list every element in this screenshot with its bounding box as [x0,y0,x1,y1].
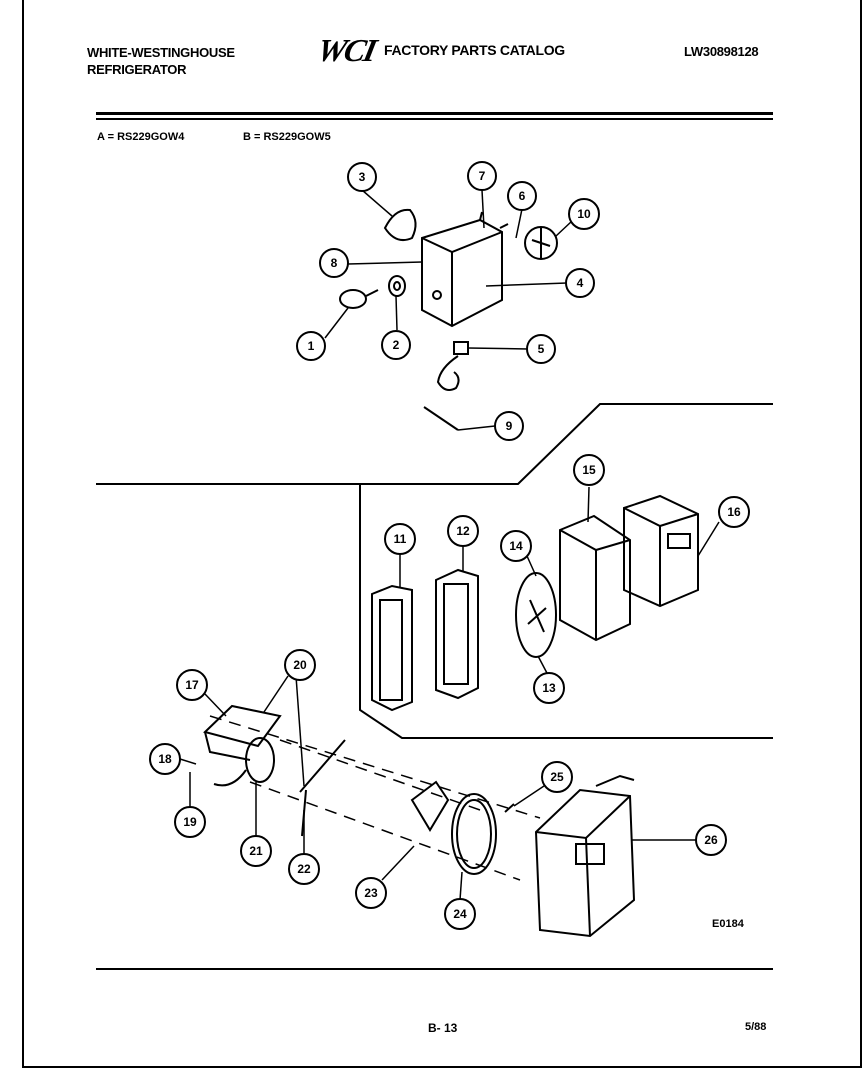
callout-22-label: 22 [297,862,311,876]
auger-motor-gear [515,572,557,658]
callout-21: 21 [240,835,272,867]
callout-26-label: 26 [704,833,718,847]
callout-20: 20 [284,649,316,681]
callout-12: 12 [447,515,479,547]
callout-25: 25 [541,761,573,793]
leader-lines-top [324,189,573,431]
callout-10: 10 [568,198,600,230]
callout-15: 15 [573,454,605,486]
ice-crusher-blade-23 [410,780,450,832]
callout-7-label: 7 [479,169,486,183]
section-divider-top [96,403,773,485]
catalog-number: LW30898128 [684,44,759,59]
callout-14-label: 14 [509,539,523,553]
callout-8-label: 8 [331,256,338,270]
callout-21-label: 21 [249,844,263,858]
callout-13-label: 13 [542,681,556,695]
callout-19: 19 [174,806,206,838]
solenoid-21 [213,737,275,787]
page-number: B- 13 [428,1021,458,1035]
callout-5-label: 5 [538,342,545,356]
ring-24 [451,793,497,875]
control-housing [421,211,509,328]
callout-13: 13 [533,672,565,704]
leader-lines-bottom [179,675,696,901]
callout-17-label: 17 [185,678,199,692]
callout-20-label: 20 [293,658,307,672]
callout-16-label: 16 [727,505,741,519]
callout-11-label: 11 [394,532,407,546]
dispenser-frame-11 [371,584,413,712]
callout-18-label: 18 [158,752,172,766]
callout-15-label: 15 [582,463,596,477]
callout-4: 4 [565,268,595,298]
page-frame [22,0,862,1068]
model-b: B = RS229GOW5 [243,131,331,143]
callout-11: 11 [384,523,416,555]
callout-3: 3 [347,162,377,192]
header-rule-thin [96,118,773,120]
callout-24: 24 [444,898,476,930]
revision-date: 5/88 [745,1021,767,1033]
leader-lines-inset [399,486,720,676]
header-rule [96,112,773,115]
callout-9: 9 [494,411,524,441]
callout-25-label: 25 [550,770,564,784]
callout-12-label: 12 [456,524,470,538]
callout-26: 26 [695,824,727,856]
cam-part [383,208,417,241]
wire-part [423,406,459,431]
callout-24-label: 24 [453,907,467,921]
brand-line-2: REFRIGERATOR [87,62,187,77]
catalog-title: FACTORY PARTS CATALOG [384,42,565,58]
motor-housing-15 [559,514,631,642]
callout-6: 6 [507,181,537,211]
callout-3-label: 3 [359,170,366,184]
alignment-lines [209,715,541,881]
brand-line-1: WHITE-WESTINGHOUSE [87,45,235,60]
callout-4-label: 4 [577,276,584,290]
motor-cover-16 [623,494,699,608]
knob-part [339,289,379,309]
callout-18: 18 [149,743,181,775]
callout-2: 2 [381,330,411,360]
callout-6-label: 6 [519,189,526,203]
callout-1-label: 1 [308,339,315,353]
dial-part [524,226,558,260]
callout-17: 17 [176,669,208,701]
ice-bucket-26 [534,774,636,938]
callout-10-label: 10 [577,207,591,221]
bushing-part [388,275,406,297]
model-a: A = RS229GOW4 [97,131,185,143]
dispenser-frame-12 [435,568,479,700]
callout-8: 8 [319,248,349,278]
callout-1: 1 [296,331,326,361]
switch-part [436,341,469,391]
callout-22: 22 [288,853,320,885]
callout-23-label: 23 [364,886,378,900]
brand-title: WHITE-WESTINGHOUSE REFRIGERATOR [87,44,235,78]
callout-19-label: 19 [183,815,197,829]
callout-9-label: 9 [506,419,513,433]
screw-25 [504,803,515,813]
callout-14: 14 [500,530,532,562]
section-divider-inset [359,484,773,739]
callout-16: 16 [718,496,750,528]
callout-5: 5 [526,334,556,364]
callout-7: 7 [467,161,497,191]
callout-23: 23 [355,877,387,909]
footer-rule [96,968,773,970]
bracket-17 [203,704,282,761]
callout-2-label: 2 [393,338,400,352]
diagram-code: E0184 [712,918,744,930]
